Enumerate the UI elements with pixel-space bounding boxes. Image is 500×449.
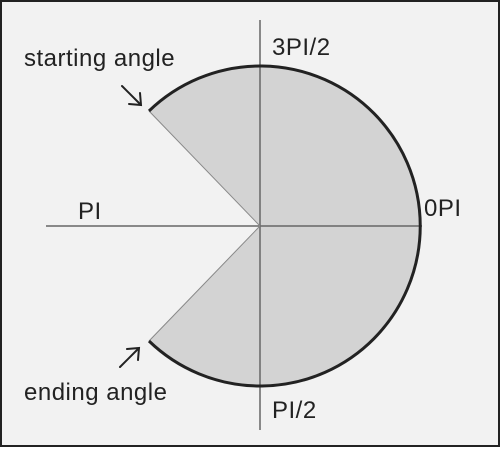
ending-angle-arrow bbox=[119, 346, 141, 368]
arc-outline bbox=[147, 64, 422, 388]
label-three-pi-over-two: 3PI/2 bbox=[272, 34, 331, 61]
end-radius-edge bbox=[148, 225, 261, 342]
starting-angle-arrow bbox=[121, 85, 143, 107]
label-starting-angle: starting angle bbox=[24, 45, 176, 72]
label-zero-pi: 0PI bbox=[424, 195, 462, 222]
label-pi: PI bbox=[78, 198, 102, 225]
label-pi-over-two: PI/2 bbox=[272, 397, 317, 424]
start-radius-edge bbox=[148, 110, 261, 227]
label-ending-angle: ending angle bbox=[24, 379, 168, 406]
